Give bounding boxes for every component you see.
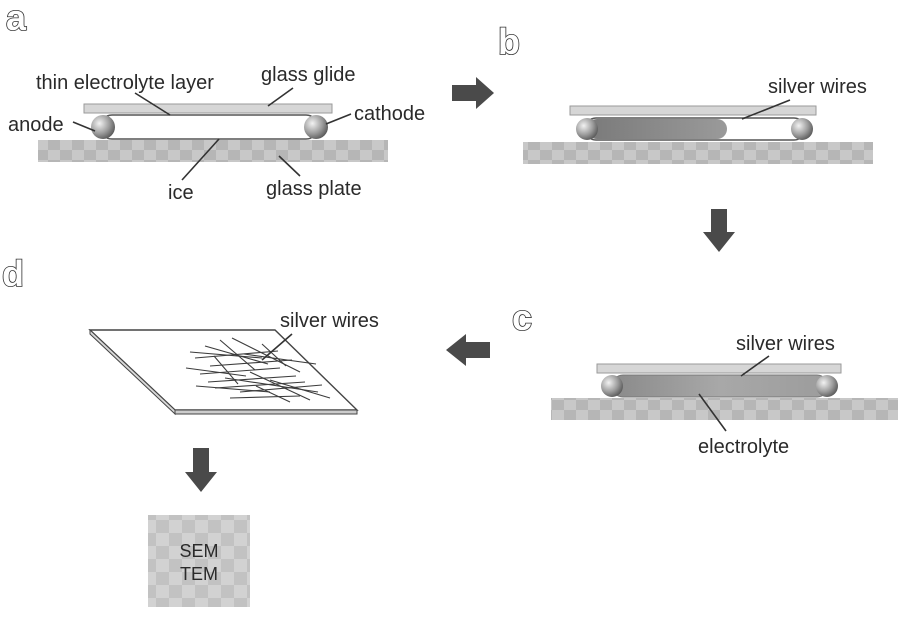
leader-glass-plate xyxy=(278,155,301,177)
label-silver-wires: silver wires xyxy=(768,76,867,98)
leader-ice xyxy=(181,138,220,181)
label-tem: TEM xyxy=(180,564,218,584)
cathode-electrode xyxy=(304,115,328,139)
panel-c-letter: c xyxy=(512,297,532,338)
silver-wires-growth xyxy=(587,119,727,139)
panel-c: c silver wires electrolyte xyxy=(511,296,898,458)
leader-anode xyxy=(72,121,96,132)
leader-silver-wires xyxy=(740,355,770,377)
leader-thin-electrolyte-layer xyxy=(134,92,171,116)
panel-a: a thin electrolyte layer glass glide ano… xyxy=(5,0,425,204)
silver-wires-cluster xyxy=(185,337,331,403)
glass-glide xyxy=(83,103,333,114)
leader-cathode xyxy=(325,113,352,125)
arrow-right-icon xyxy=(452,77,494,109)
electrolyte-layer xyxy=(611,374,829,398)
glass-slide-with-wires xyxy=(88,328,359,416)
glass-plate xyxy=(551,398,898,420)
cathode-electrode xyxy=(816,375,838,397)
arrow-left-icon xyxy=(446,334,490,366)
glass-glide xyxy=(596,363,842,374)
panel-b: b silver wires xyxy=(497,20,873,164)
anode-electrode xyxy=(576,118,598,140)
panel-a-letter: a xyxy=(6,0,27,38)
glass-glide xyxy=(569,105,817,116)
panel-d: d xyxy=(1,252,379,416)
glass-plate xyxy=(523,142,873,164)
label-silver-wires: silver wires xyxy=(280,310,379,332)
arrow-down-icon xyxy=(185,448,217,492)
leader-glass-glide xyxy=(267,87,294,107)
cathode-electrode xyxy=(791,118,813,140)
leader-silver-wires xyxy=(741,99,791,120)
anode-electrode xyxy=(91,115,115,139)
label-sem: SEM xyxy=(179,541,218,561)
label-electrolyte: electrolyte xyxy=(698,436,789,458)
leader-electrolyte xyxy=(698,393,727,432)
label-silver-wires: silver wires xyxy=(736,333,835,355)
glass-plate xyxy=(38,140,388,162)
ice-layer xyxy=(99,114,319,140)
sem-tem-box: SEM TEM xyxy=(148,515,250,607)
panel-b-letter: b xyxy=(498,21,520,62)
label-thin-electrolyte-layer: thin electrolyte layer xyxy=(36,72,214,94)
arrow-down-icon xyxy=(703,209,735,252)
label-ice: ice xyxy=(168,182,194,204)
label-glass-plate: glass plate xyxy=(266,178,362,200)
label-cathode: cathode xyxy=(354,103,425,125)
label-anode: anode xyxy=(8,114,64,136)
sem-tem-background xyxy=(148,515,250,607)
panel-d-letter: d xyxy=(2,253,24,294)
label-glass-glide: glass glide xyxy=(261,64,356,86)
leader-silver-wires xyxy=(261,333,293,361)
anode-electrode xyxy=(601,375,623,397)
